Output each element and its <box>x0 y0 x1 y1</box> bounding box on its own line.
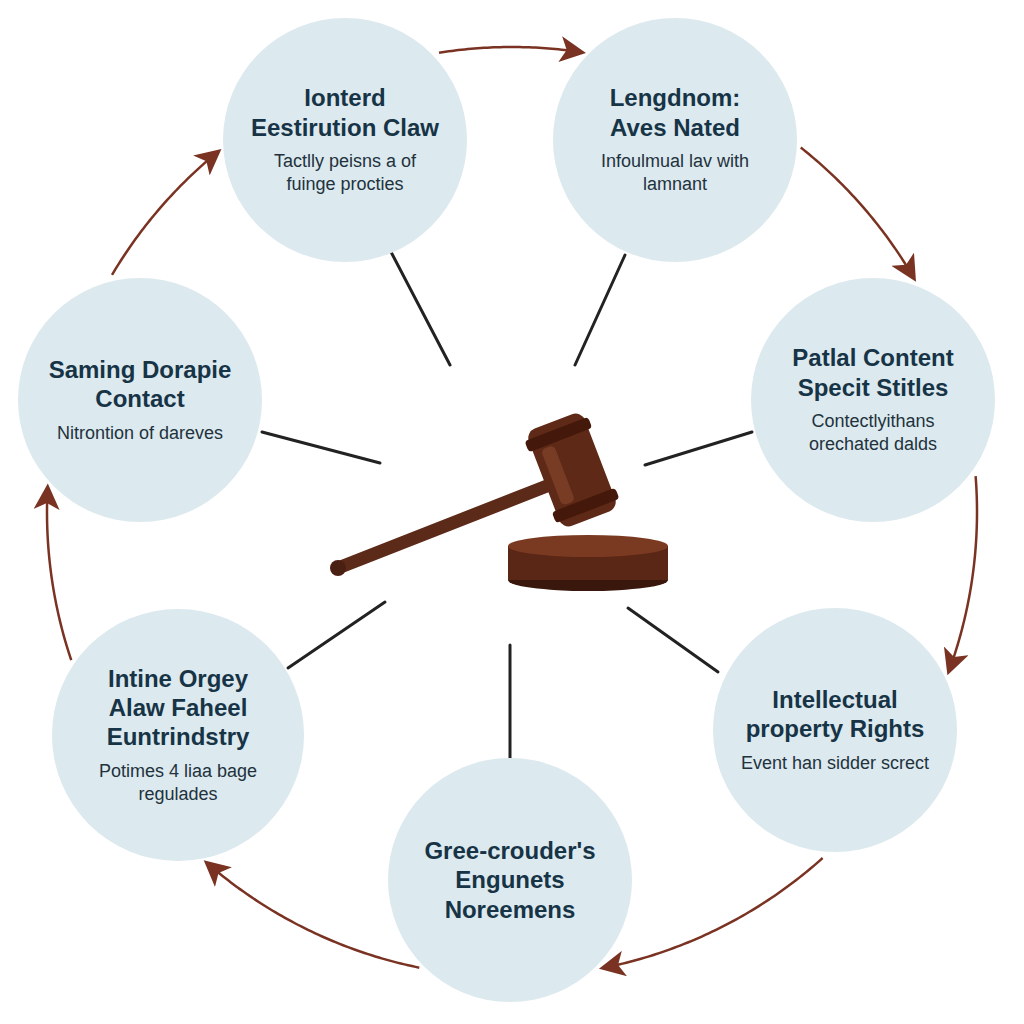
circle-body: Tactlly peisns a of fuinge procties <box>250 150 440 197</box>
cycle-arrow <box>604 858 823 968</box>
cycle-arrow <box>801 148 914 278</box>
circle-content: Gree-crouder's Engunets Noreemens <box>415 836 605 924</box>
gavel-base-top <box>508 535 668 557</box>
spoke <box>575 255 625 365</box>
circle-body: Nitrontion of dareves <box>45 422 235 445</box>
circle-heading: Intellectual property Rights <box>740 685 930 744</box>
circle-heading: Ionterd Eestirution Claw <box>250 83 440 142</box>
circle-content: Saming Dorapie ContactNitrontion of dare… <box>45 355 235 445</box>
cycle-arrow <box>439 47 581 53</box>
topic-circle: Intellectual property RightsEvent han si… <box>713 608 957 852</box>
gavel <box>330 409 668 591</box>
topic-circle: Intine Orgey Alaw Faheel EuntrindstryPot… <box>52 609 304 861</box>
circle-content: Intellectual property RightsEvent han si… <box>740 685 930 775</box>
gavel-head-body <box>525 411 618 530</box>
gavel-handle-end <box>330 560 346 576</box>
circle-content: Intine Orgey Alaw Faheel EuntrindstryPot… <box>83 664 273 807</box>
circle-body: Contectlyithans orechated dalds <box>778 410 968 457</box>
gavel-handle <box>338 484 552 568</box>
topic-circle: Gree-crouder's Engunets Noreemens <box>388 758 632 1002</box>
cycle-arrow <box>949 476 977 670</box>
circle-heading: Lengdnom: Aves Nated <box>580 83 770 142</box>
spokes <box>262 250 752 760</box>
circle-content: Ionterd Eestirution ClawTactlly peisns a… <box>250 83 440 196</box>
spoke <box>262 432 380 463</box>
topic-circle: Patlal Content Specit StitlesContectlyit… <box>751 278 995 522</box>
spoke <box>509 645 512 760</box>
gavel-head-band <box>524 417 592 453</box>
circle-heading: Gree-crouder's Engunets Noreemens <box>415 836 605 924</box>
cycle-arrow <box>47 489 71 660</box>
topic-circle: Ionterd Eestirution ClawTactlly peisns a… <box>223 18 467 262</box>
circle-body: Potimes 4 liaa bage regulades <box>83 760 273 807</box>
spoke <box>288 602 385 668</box>
circle-content: Lengdnom: Aves NatedInfoulmual lav with … <box>580 83 770 196</box>
spoke <box>390 250 450 365</box>
circle-heading: Saming Dorapie Contact <box>45 355 235 414</box>
circle-body: Infoulmual lav with lamnant <box>580 150 770 197</box>
spoke <box>645 432 752 465</box>
spoke <box>628 608 718 672</box>
gavel-head-shine <box>541 445 576 506</box>
circle-content: Patlal Content Specit StitlesContectlyit… <box>778 343 968 456</box>
gavel-head <box>522 409 623 530</box>
circle-heading: Intine Orgey Alaw Faheel Euntrindstry <box>83 664 273 752</box>
circle-heading: Patlal Content Specit Stitles <box>778 343 968 402</box>
circle-body: Event han sidder screct <box>740 752 930 775</box>
cycle-arrow <box>112 152 217 275</box>
topic-circle: Lengdnom: Aves NatedInfoulmual lav with … <box>553 18 797 262</box>
topic-circle: Saming Dorapie ContactNitrontion of dare… <box>18 278 262 522</box>
